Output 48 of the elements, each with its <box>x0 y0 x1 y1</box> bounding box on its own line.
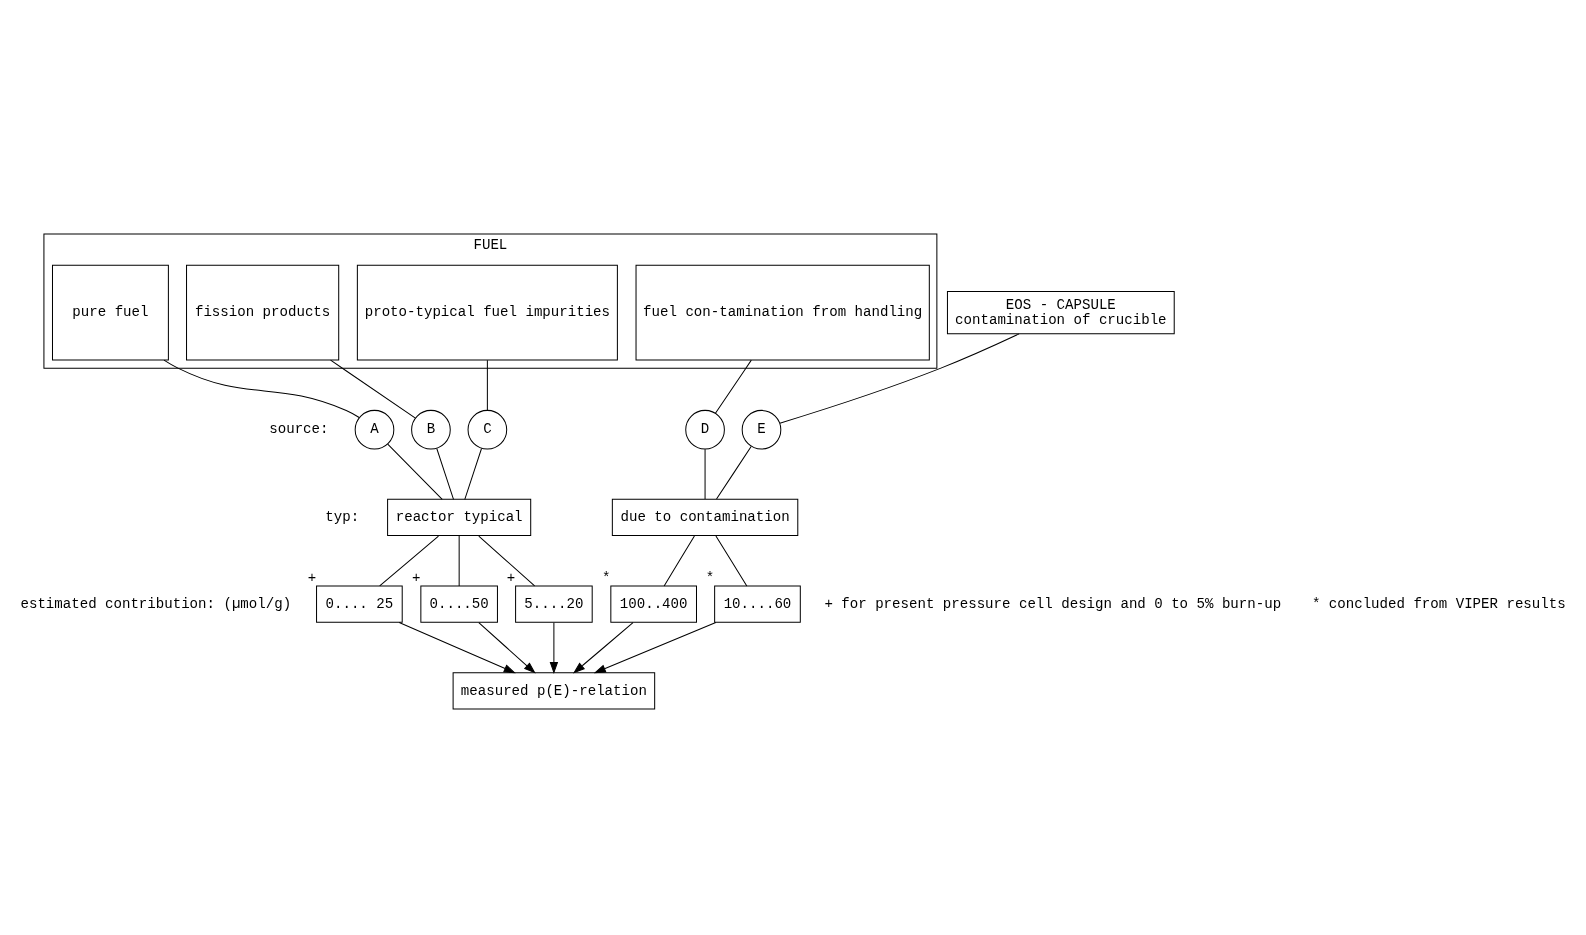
label: typ: <box>325 509 360 526</box>
arrow <box>478 622 536 674</box>
connector <box>464 447 483 500</box>
connector <box>379 535 439 587</box>
arrow <box>573 622 634 674</box>
connector <box>715 535 748 587</box>
node-box: EOS - CAPSULE contamination of crucible <box>946 291 1175 335</box>
node-box: measured p(E)-relation <box>452 672 656 710</box>
arrow <box>549 622 559 675</box>
node-box: pure fuel <box>52 264 169 361</box>
connector <box>478 535 536 587</box>
connector <box>663 535 695 587</box>
node-label: + <box>307 570 317 587</box>
node-circle: E <box>741 409 782 450</box>
node-box: reactor typical <box>387 498 532 537</box>
node-box: proto-typical fuel impurities <box>356 264 618 361</box>
connector <box>458 535 460 587</box>
node-box: 5....20 <box>515 585 593 623</box>
arrow <box>593 622 717 674</box>
node-box: 100..400 <box>610 585 697 623</box>
connector <box>714 359 752 414</box>
arrow <box>398 622 516 674</box>
connector <box>704 448 706 500</box>
connector <box>436 447 454 500</box>
connector <box>779 333 1020 424</box>
label: source: <box>269 421 329 438</box>
node-box: 0....50 <box>420 585 498 623</box>
node-box: due to contamination <box>611 498 799 537</box>
connector <box>163 359 360 419</box>
node-box: 10....60 <box>714 585 801 623</box>
node-label: + <box>506 570 516 587</box>
connector <box>486 359 488 411</box>
connector <box>716 445 752 500</box>
node-label: * <box>705 570 715 587</box>
node-box: fuel con-tamination from handling <box>635 264 930 361</box>
node-label: + <box>412 570 421 587</box>
connector <box>387 443 443 500</box>
node-circle: B <box>411 409 451 450</box>
node-circle: D <box>685 409 725 450</box>
node-box: fission products <box>186 264 340 361</box>
node-circle: A <box>354 409 395 450</box>
connector <box>330 359 416 419</box>
node-label: * <box>602 570 611 587</box>
label: + for present pressure cell design and 0 to 5% burn-up <box>824 595 1282 612</box>
label: estimated contribution: (µmol/g) <box>20 595 292 612</box>
node-box: 0.... 25 <box>316 585 403 623</box>
node-circle: C <box>467 409 508 450</box>
label: * concluded from VIPER results <box>1311 595 1566 612</box>
